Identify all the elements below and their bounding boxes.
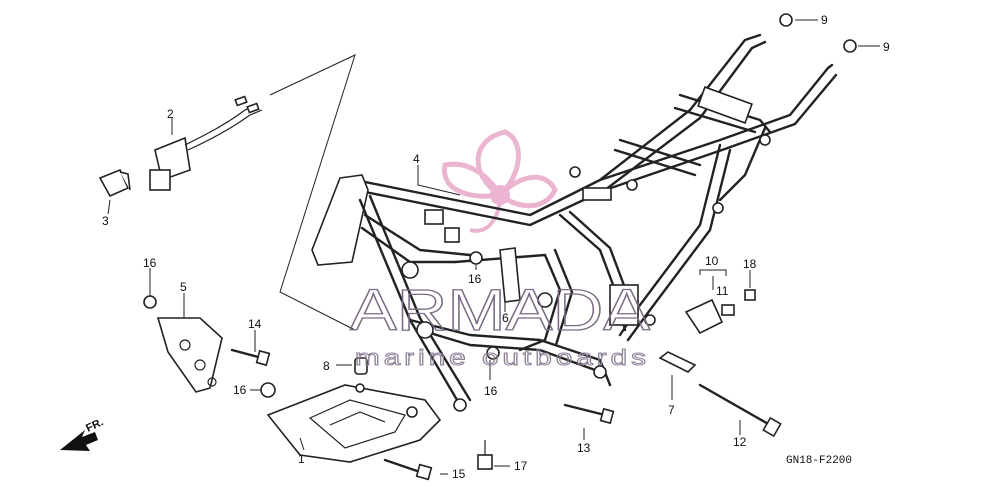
- callout-8: 8: [323, 359, 330, 373]
- diagram-code: GN18-F2200: [786, 455, 852, 467]
- bolt-14: [230, 348, 271, 367]
- skid-plate: [266, 383, 442, 463]
- group-10-bracket-line: [699, 269, 727, 276]
- nut-9-lower: [843, 39, 857, 53]
- callout-13: 13: [577, 441, 591, 455]
- key-cover: [98, 168, 131, 198]
- callout-16-bottom: 16: [484, 384, 498, 398]
- nut-16-left: [143, 295, 157, 309]
- watermark-brand: ARMADA: [350, 278, 650, 343]
- nut-16-center: [469, 251, 500, 360]
- collar-8: [354, 357, 368, 375]
- front-direction-arrow: FR.: [60, 416, 105, 451]
- watermark-logo: [442, 129, 558, 233]
- ignition-group-outline: [269, 54, 356, 331]
- callout-5: 5: [180, 280, 187, 294]
- collar-7: [658, 351, 697, 373]
- callout-numbers: 1 2 3 4 5 6 7 8 9 9 10 11 12 13 14 15 16…: [102, 13, 890, 481]
- callout-1: 1: [298, 452, 305, 466]
- callout-17: 17: [514, 459, 528, 473]
- callout-3: 3: [102, 214, 109, 228]
- ignition-switch: [149, 95, 263, 191]
- nut-17: [477, 440, 493, 470]
- callout-9-upper: 9: [821, 13, 828, 27]
- callout-16-left: 16: [143, 256, 157, 270]
- callout-14: 14: [248, 317, 262, 331]
- callout-4: 4: [413, 152, 420, 166]
- main-frame: [311, 33, 838, 412]
- callout-16-center: 16: [468, 272, 482, 286]
- callout-15: 15: [452, 467, 466, 481]
- leader-lines: [107, 19, 880, 475]
- bracket-10: [684, 298, 724, 335]
- nut-16-lower: [260, 382, 276, 398]
- callout-6: 6: [502, 311, 509, 325]
- bolt-15: [383, 458, 433, 481]
- callout-12: 12: [733, 435, 747, 449]
- nut-18: [744, 289, 756, 301]
- callout-16-lower: 16: [233, 383, 247, 397]
- bolt-12: [698, 383, 782, 438]
- watermark-tagline: marine outboards: [355, 345, 650, 370]
- front-direction-label: FR.: [84, 416, 105, 434]
- callout-7: 7: [668, 403, 675, 417]
- bracket-plate: [156, 317, 223, 393]
- nut-9-upper: [779, 13, 793, 27]
- callout-2: 2: [167, 107, 174, 121]
- callout-18: 18: [743, 257, 757, 271]
- callout-11: 11: [716, 284, 729, 298]
- bolt-13: [563, 403, 615, 425]
- callout-9-lower: 9: [883, 40, 890, 54]
- callout-10: 10: [705, 254, 719, 268]
- bolt-11: [721, 304, 735, 316]
